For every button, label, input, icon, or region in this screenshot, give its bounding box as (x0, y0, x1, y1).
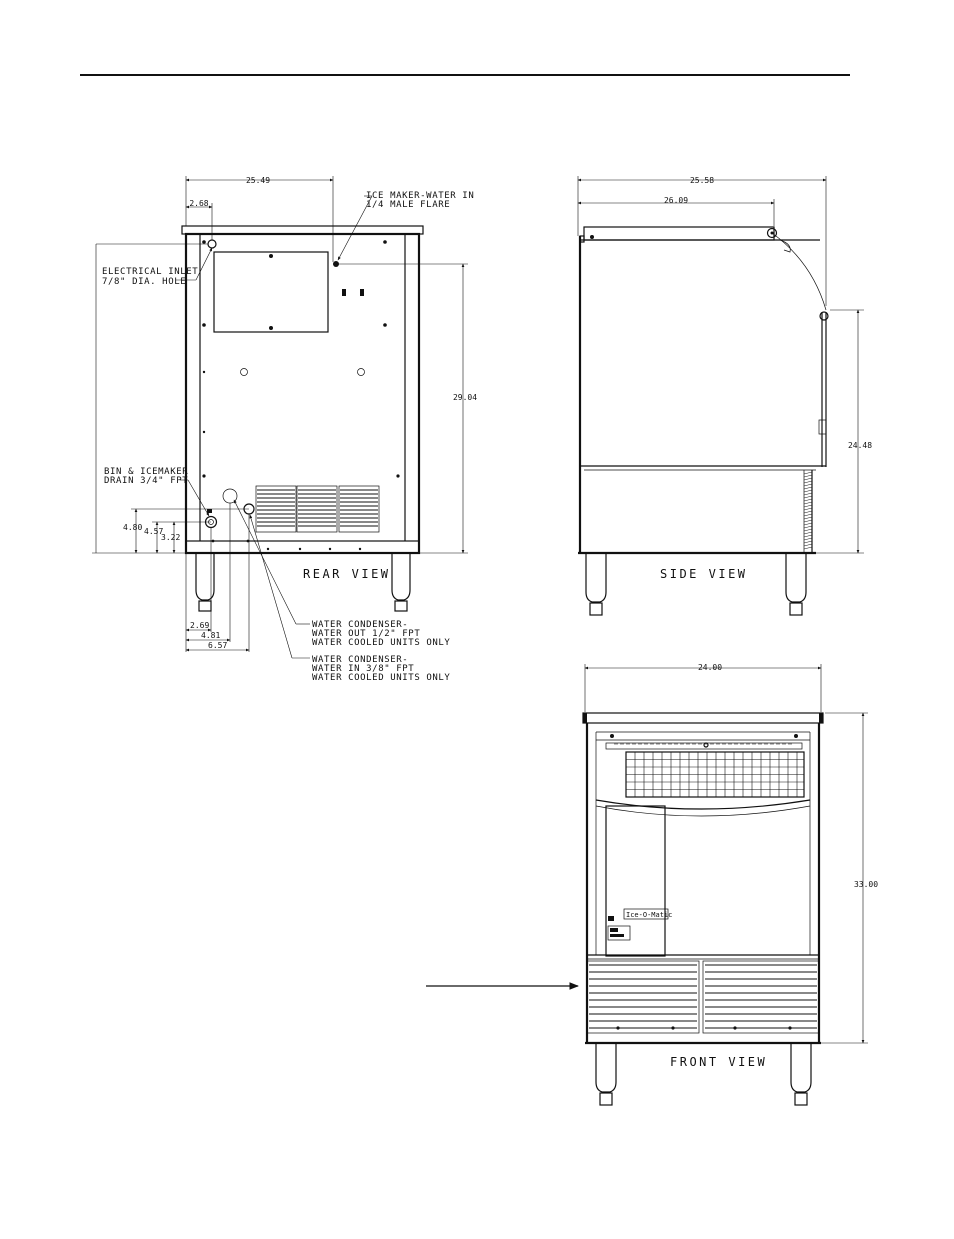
front-grille (586, 960, 820, 1034)
drawing-line (803, 501, 813, 505)
brand-logo: Ice-O-Matic (626, 911, 672, 919)
rear-width-dim: 25.49 (246, 176, 270, 185)
rear-bot-w2-dim: 4.81 (201, 631, 220, 640)
drawing-line (803, 522, 813, 526)
callout-cond-in-l3: WATER COOLED UNITS ONLY (312, 673, 450, 683)
rear-inlet-offset-dim: 2.68 (189, 199, 208, 208)
drawing-line (803, 519, 813, 523)
rear-view: 25.49 2.68 29.04 4.80 4.57 3.22 2.69 4.8… (92, 176, 477, 683)
drawing-line (803, 540, 813, 544)
callout-drain-l2: DRAIN 3/4" FPT (104, 476, 188, 486)
rear-drain-h1-dim: 4.80 (123, 523, 142, 532)
drawing-line (803, 504, 813, 508)
drawing-line (803, 474, 813, 478)
side-top-depth-dim: 26.09 (664, 196, 688, 205)
callout-cond-out-l2: WATER OUT 1/2" FPT (312, 629, 420, 639)
callout-icemaker-water-l2: 1/4 MALE FLARE (366, 200, 450, 210)
side-view-title: SIDE VIEW (660, 567, 748, 581)
callout-electrical-l2: 7/8" DIA. HOLE (102, 277, 186, 287)
drawing-line (803, 537, 813, 541)
side-grille (803, 470, 813, 553)
front-height-dim: 33.00 (854, 880, 878, 889)
front-view-title: FRONT VIEW (670, 1055, 767, 1069)
rear-bot-w1-dim: 2.69 (190, 621, 209, 630)
drawing-line (803, 510, 813, 514)
rear-louver-vent (255, 485, 380, 533)
side-height-dim: 24.48 (848, 441, 872, 450)
callout-cond-out-l3: WATER COOLED UNITS ONLY (312, 638, 450, 648)
drawing-line (803, 525, 813, 529)
front-width-dim: 24.00 (698, 663, 722, 672)
drawing-line (803, 486, 813, 490)
callout-cond-out-l1: WATER CONDENSER- (312, 620, 408, 630)
drawing-line (803, 543, 813, 547)
front-view: Ice-O-Matic 24.00 33.0 (582, 663, 878, 1106)
rear-height-dim: 29.04 (453, 393, 477, 402)
rear-view-title: REAR VIEW (303, 567, 391, 581)
side-depth-dim: 25.58 (690, 176, 714, 185)
callout-drain-l1: BIN & ICEMAKER (104, 467, 188, 477)
ice-cube-grid (625, 751, 804, 798)
rear-bot-w3-dim: 6.57 (208, 641, 227, 650)
drawing-line (803, 516, 813, 520)
rear-drain-h2-dim: 4.57 (144, 527, 163, 536)
drawing-line (803, 534, 813, 538)
side-view: 25.58 26.09 24.48 SIDE VIEW (577, 176, 872, 616)
callout-cond-in-l1: WATER CONDENSER- (312, 655, 408, 665)
drawing-line (803, 471, 813, 475)
drawing-line (803, 507, 813, 511)
drawing-line (803, 480, 813, 484)
drawing-line (803, 528, 813, 532)
drawing-line (803, 513, 813, 517)
callout-cond-in-l2: WATER IN 3/8" FPT (312, 664, 414, 674)
callout-electrical-l1: ELECTRICAL INLET (102, 267, 198, 277)
drawing-line (803, 498, 813, 502)
drawing-line (803, 483, 813, 487)
callout-icemaker-water-l1: ICE MAKER-WATER IN (366, 191, 474, 201)
drawing-line (803, 531, 813, 535)
drawing-line (803, 492, 813, 496)
drawing-line (803, 546, 813, 550)
drawing-line (803, 489, 813, 493)
drawing-line (803, 477, 813, 481)
drawing-line (803, 495, 813, 499)
rear-drain-h3-dim: 3.22 (161, 533, 180, 542)
